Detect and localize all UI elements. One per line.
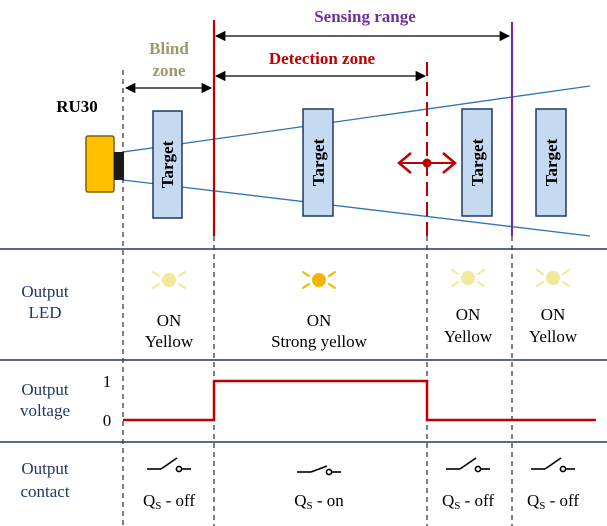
adjust-double-arrow-icon	[397, 152, 457, 174]
target-detection: Target	[302, 108, 334, 217]
led-state-on: ON	[541, 305, 566, 324]
led-state-on: ON	[157, 311, 182, 330]
beam-lower-line	[122, 179, 591, 237]
target-label: Target	[158, 140, 177, 188]
led-state-color: Yellow	[444, 327, 493, 346]
switch-closed-icon	[297, 465, 341, 476]
row-label-led-2: LED	[28, 303, 61, 322]
voltage-level-low: 0	[103, 411, 112, 430]
sensor-name-label: RU30	[56, 97, 98, 116]
contact-state-label: QS - on	[294, 491, 344, 512]
led-state-color: Strong yellow	[271, 332, 368, 351]
led-state-color: Yellow	[529, 327, 578, 346]
row-label-voltage-1: Output	[21, 380, 69, 399]
row-label-voltage-2: voltage	[20, 401, 70, 420]
led-dim-icon	[152, 271, 186, 289]
target-beyond-detection: Target	[461, 108, 493, 217]
beam-upper-line	[122, 85, 591, 153]
contact-state-label: QS - off	[527, 491, 579, 512]
led-dim-icon	[536, 269, 570, 287]
switch-open-icon	[531, 457, 575, 473]
target-label: Target	[309, 138, 328, 186]
led-state-color: Yellow	[145, 332, 194, 351]
switch-open-icon	[147, 457, 191, 473]
voltage-signal-line	[123, 379, 596, 422]
row-label-contact-1: Output	[21, 459, 69, 478]
led-dim-icon	[451, 269, 485, 287]
contact-state-label: QS - off	[442, 491, 494, 512]
sensing-range-label: Sensing range	[314, 7, 416, 26]
voltage-level-high: 1	[103, 372, 112, 391]
led-strong-icon	[302, 271, 336, 289]
target-label: Target	[468, 138, 487, 186]
contact-state-label: QS - off	[143, 491, 195, 512]
blind-zone-label-line1: Blind	[149, 39, 189, 58]
switch-open-icon	[446, 457, 490, 473]
target-outside-range: Target	[535, 108, 567, 217]
target-blind: Target	[152, 110, 183, 219]
blind-zone-label-line2: zone	[152, 61, 186, 80]
led-state-on: ON	[307, 311, 332, 330]
sensor-icon	[85, 135, 124, 193]
detection-zone-label: Detection zone	[269, 49, 376, 68]
led-state-on: ON	[456, 305, 481, 324]
row-label-led-1: Output	[21, 282, 69, 301]
row-label-contact-2: contact	[20, 482, 69, 501]
target-label: Target	[542, 138, 561, 186]
